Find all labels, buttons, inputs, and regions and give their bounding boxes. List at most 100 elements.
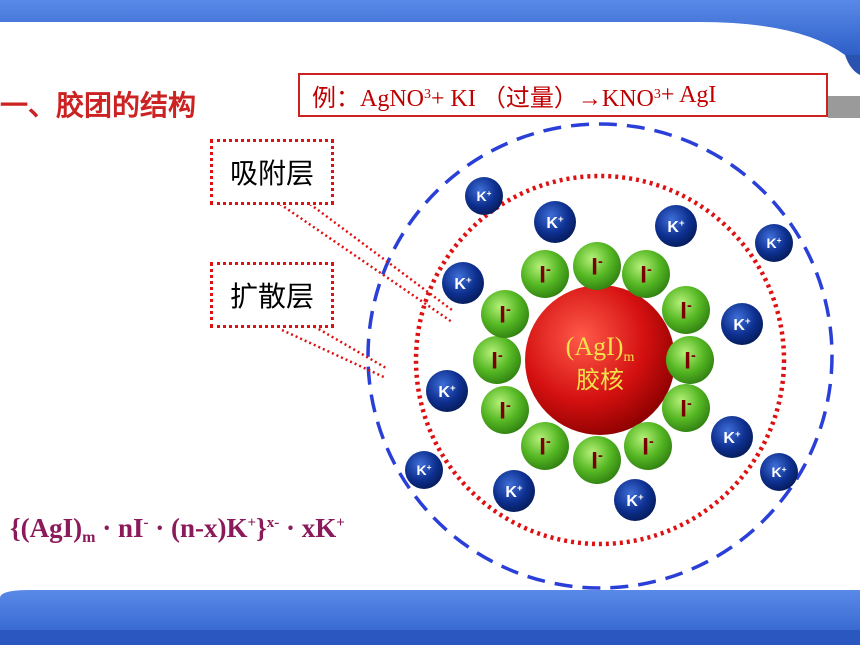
potassium-ion-8-label: K+ [723, 429, 741, 447]
formula-part-3: · (n-x)K [148, 513, 248, 543]
iodide-ion-12-sphere [481, 290, 529, 338]
top-banner-fold [845, 55, 860, 75]
formula-part-1: {(AgI) [10, 513, 83, 543]
potassium-ion-9-sphere [760, 453, 798, 491]
potassium-ion-11-label: K+ [505, 483, 523, 501]
iodide-ion-3-sphere [622, 250, 670, 298]
potassium-ion-2-label: K+ [546, 214, 564, 232]
iodide-ion-5: I- [666, 336, 714, 384]
potassium-ion-layer: K+ K+ K+ K+ K+ K+ K+ K+ K+ K+ K+ K+ [405, 177, 798, 521]
adsorption-layer-label: 吸附层 [210, 139, 334, 205]
top-banner [0, 0, 860, 55]
iodide-ion-10: I- [481, 386, 529, 434]
section-heading: 一、胶团的结构 [0, 89, 197, 122]
potassium-ion-4-sphere [755, 224, 793, 262]
reaction-suffix: + AgI [660, 81, 717, 108]
iodide-ion-2: I- [521, 250, 569, 298]
iodide-ion-1: I- [573, 242, 621, 290]
formula-sub-m: m [82, 529, 96, 546]
potassium-ion-10: K+ [405, 451, 443, 489]
iodide-ion-8-label: I- [591, 448, 603, 475]
iodide-ion-9-sphere [521, 422, 569, 470]
potassium-ion-6-label: K+ [733, 316, 751, 334]
potassium-ion-10-label: K+ [416, 462, 431, 478]
potassium-ion-8-sphere [711, 416, 753, 458]
iodide-ion-1-sphere [573, 242, 621, 290]
potassium-ion-10-sphere [405, 451, 443, 489]
potassium-ion-4-label: K+ [766, 235, 781, 251]
iodide-ion-2-sphere [521, 250, 569, 298]
iodide-ion-10-sphere [481, 386, 529, 434]
iodide-ion-layer: I- I- I- I- I- I- I- I- I- I- I- I- [473, 242, 714, 484]
reaction-sub-2: 3 [653, 87, 661, 102]
bottom-banner-line [0, 630, 860, 645]
core-name: 胶核 [576, 366, 624, 394]
reaction-sub-1: 3 [424, 87, 431, 102]
diffuse-layer-label: 扩散层 [210, 262, 334, 328]
micelle-formula: {(AgI)m · nI- · (n-x)K+}x- · xK+ [10, 513, 345, 547]
formula-sup-2: + [247, 515, 257, 531]
potassium-ion-7: K+ [426, 370, 468, 412]
iodide-ion-4-label: I- [680, 298, 692, 325]
potassium-ion-4: K+ [755, 224, 793, 262]
potassium-ion-6: K+ [721, 303, 763, 345]
iodide-ion-7-sphere [624, 422, 672, 470]
formula-part-5: · xK [279, 513, 337, 543]
example-tab [828, 96, 860, 118]
iodide-ion-12: I- [481, 290, 529, 338]
iodide-ion-9: I- [521, 422, 569, 470]
formula-part-2: · nI [95, 513, 144, 543]
potassium-ion-7-sphere [426, 370, 468, 412]
potassium-ion-6-sphere [721, 303, 763, 345]
potassium-ion-5: K+ [442, 262, 484, 304]
potassium-ion-12-sphere [614, 479, 656, 521]
potassium-ion-5-label: K+ [454, 275, 472, 293]
potassium-ion-12-label: K+ [626, 492, 644, 510]
diffuse-layer-boundary [366, 122, 834, 590]
iodide-ion-1-label: I- [591, 254, 603, 281]
agi-core [525, 285, 675, 435]
formula-sup-1: - [143, 515, 149, 531]
potassium-ion-12: K+ [614, 479, 656, 521]
core-formula: (AgI)m [566, 332, 635, 365]
iodide-ion-8-sphere [573, 436, 621, 484]
potassium-ion-3-label: K+ [667, 218, 685, 236]
formula-sup-4: + [336, 515, 345, 531]
iodide-ion-7-label: I- [642, 434, 654, 461]
iodide-ion-5-sphere [666, 336, 714, 384]
iodide-ion-8: I- [573, 436, 621, 484]
reaction-mid: + KI （过量）→KNO [431, 85, 654, 112]
iodide-ion-9-label: I- [539, 434, 551, 461]
iodide-ion-11-label: I- [491, 348, 503, 375]
iodide-ion-7: I- [624, 422, 672, 470]
iodide-ion-10-label: I- [499, 398, 511, 425]
potassium-ion-3: K+ [655, 205, 697, 247]
potassium-ion-2: K+ [534, 201, 576, 243]
iodide-ion-6-sphere [662, 384, 710, 432]
potassium-ion-9: K+ [760, 453, 798, 491]
iodide-ion-11-sphere [473, 336, 521, 384]
potassium-ion-7-label: K+ [438, 383, 456, 401]
formula-sup-3: x- [266, 515, 280, 531]
iodide-ion-4: I- [662, 286, 710, 334]
potassium-ion-5-sphere [442, 262, 484, 304]
iodide-ion-4-sphere [662, 286, 710, 334]
iodide-ion-6: I- [662, 384, 710, 432]
iodide-ion-5-label: I- [684, 348, 696, 375]
iodide-ion-11: I- [473, 336, 521, 384]
potassium-ion-8: K+ [711, 416, 753, 458]
iodide-ion-3: I- [622, 250, 670, 298]
iodide-ion-6-label: I- [680, 396, 692, 423]
diffuse-pointer [281, 322, 387, 380]
potassium-ion-11: K+ [493, 470, 535, 512]
potassium-ion-3-sphere [655, 205, 697, 247]
iodide-ion-12-label: I- [499, 302, 511, 329]
iodide-ion-3-label: I- [640, 262, 652, 289]
potassium-ion-1-sphere [465, 177, 503, 215]
potassium-ion-1: K+ [465, 177, 503, 215]
potassium-ion-11-sphere [493, 470, 535, 512]
reaction-prefix: 例：AgNO [312, 85, 424, 112]
iodide-ion-2-label: I- [539, 262, 551, 289]
